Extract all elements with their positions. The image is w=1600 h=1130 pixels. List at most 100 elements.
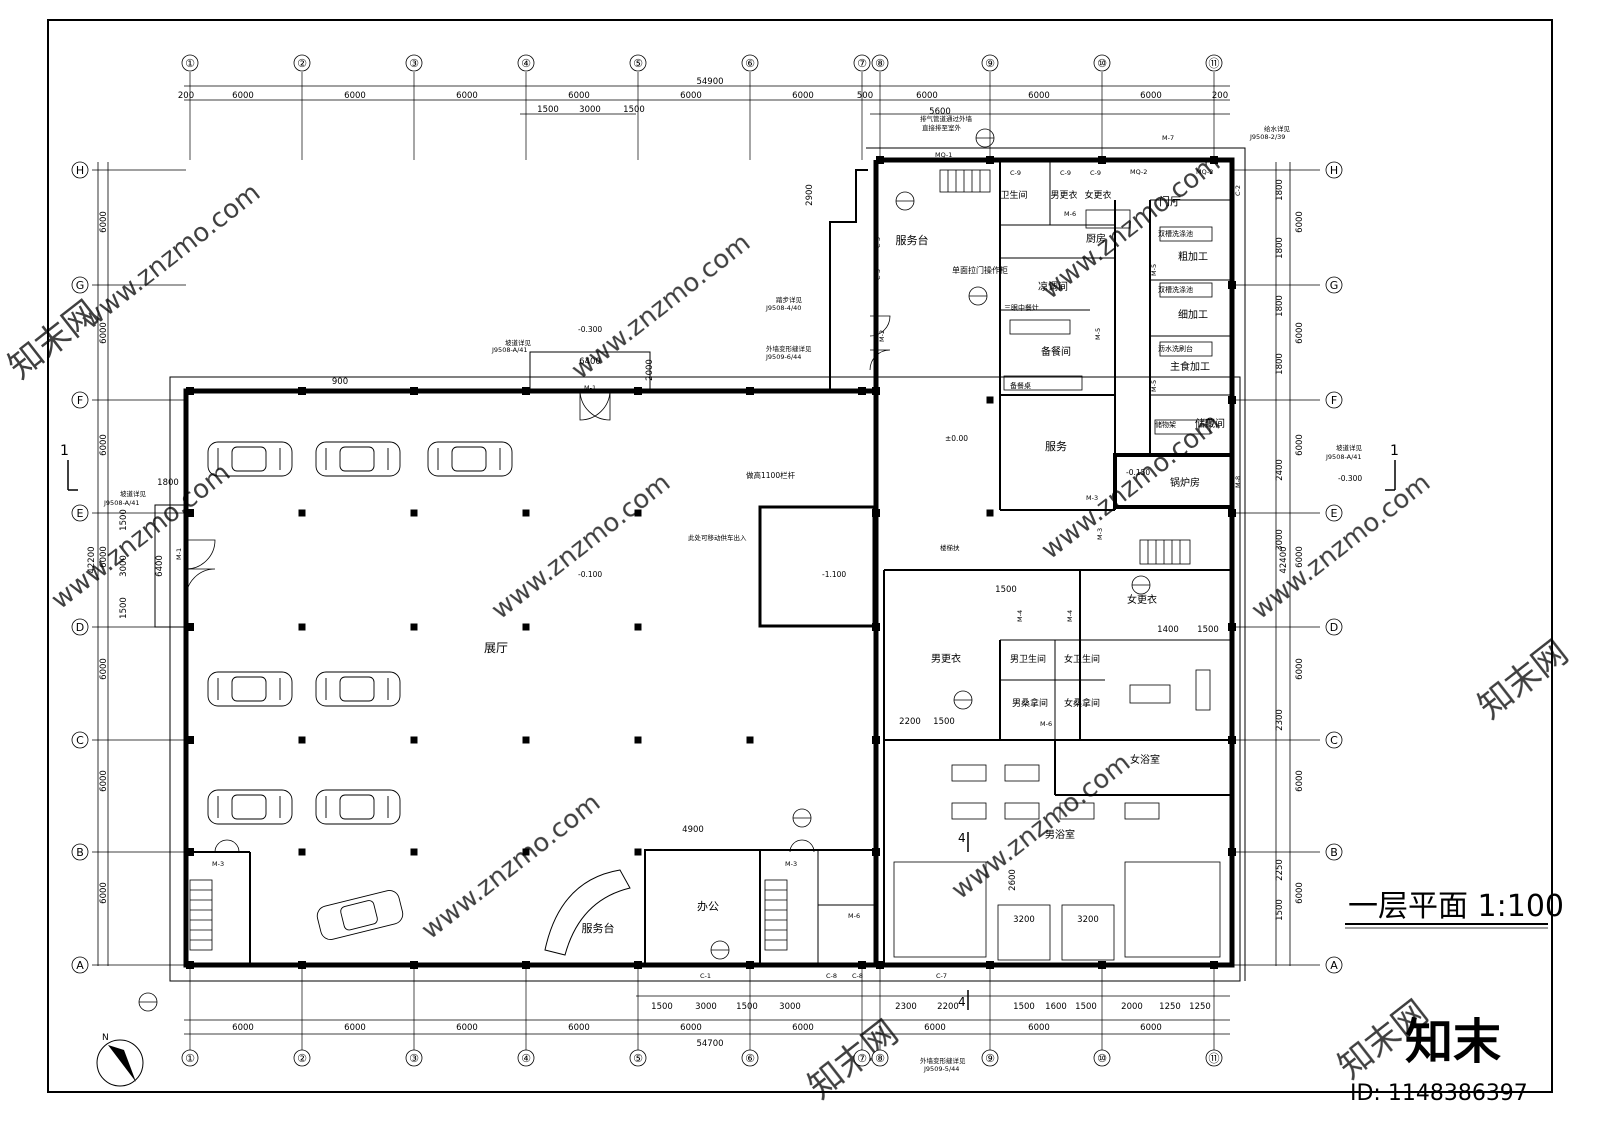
elevation-label: -1.100 [822,570,846,579]
fixture-note: 沥水洗刷台 [1158,344,1193,353]
door-label: C-3 [874,237,882,248]
dimension-label: 6400 [155,555,165,577]
column [1228,509,1236,517]
axis-bubble: ⑩ [1093,54,1111,72]
column [410,736,418,744]
column [876,961,884,969]
dimension-label: 1250 [1189,1002,1211,1012]
column [1228,396,1236,404]
door-label: MQ-2 [1130,168,1147,176]
room-toilet: 卫生间 [1000,189,1027,201]
railing-note: 做高1100栏杆 [746,470,796,480]
dimension-label: 1600 [1045,1002,1067,1012]
column [876,156,884,164]
dimension-label: 1250 [1159,1002,1181,1012]
door-label: M-1 [175,548,183,560]
column [872,623,880,631]
axis-label: E [1331,507,1338,520]
dimension-label: 6000 [99,434,109,456]
column [746,736,754,744]
room-fine: 细加工 [1178,308,1208,321]
dimension-label: 54900 [696,77,723,87]
car-icon [315,789,401,825]
dimension-label: 6000 [1028,1023,1050,1033]
column [872,736,880,744]
axis-label: B [1330,846,1338,859]
dimension-label: 6000 [1295,658,1305,680]
column [298,509,306,517]
axis-label: G [76,279,85,292]
axis-bubble: ⑥ [741,54,759,72]
dimension-label: 200 [178,91,194,101]
ref-note: J9508-A/41 [491,346,528,354]
column [1228,736,1236,744]
ref-note: 外墙变形缝详见 [920,1056,966,1065]
room-office: 办公 [697,900,719,913]
axis-bubble: A [71,956,89,974]
axis-bubble: ⑦ [853,54,871,72]
dimension-label: 6000 [680,1023,702,1033]
dimension-label: 6000 [1295,546,1305,568]
room-lobby: 门厅 [1159,194,1181,208]
door-label: M-3 [1096,528,1104,540]
axis-bubble: G [1325,276,1343,294]
dimension-label: 3000 [779,1002,801,1012]
dimension-label: 3200 [1077,915,1099,925]
column [1228,848,1236,856]
axis-bubble: ⑧ [871,54,889,72]
dimension-label: 6000 [568,1023,590,1033]
door-label: M-8 [1234,476,1242,488]
dimension-label: 500 [857,91,873,101]
dimension-label: 1800 [157,478,179,488]
door-label: M-5 [1150,380,1158,392]
column [634,848,642,856]
axis-label: ⑩ [1097,1052,1107,1065]
dimension-label: 1400 [1157,625,1179,635]
dimension-label: 42200 [87,546,97,573]
column [186,387,194,395]
dimension-label: 3000 [1275,529,1285,551]
dimension-label: 1500 [651,1002,673,1012]
axis-label: ⑦ [857,57,867,70]
axis-bubble: ① [181,54,199,72]
dimension-label: 6000 [1295,882,1305,904]
dimension-label: 6000 [99,546,109,568]
axis-bubble: F [71,391,89,409]
axis-bubble: ⑤ [629,54,647,72]
dimension-label: 2600 [1008,869,1018,891]
column [986,156,994,164]
column [186,623,194,631]
elevation-label: ±0.00 [945,434,968,443]
car-icon [207,441,293,477]
column [858,961,866,969]
column [522,509,530,517]
dimension-label: 1800 [1275,353,1285,375]
column [872,509,880,517]
ref-note: 外墙变形缝详见 [766,344,812,353]
column [410,509,418,517]
axis-label: C [1330,734,1338,747]
axis-bubble: B [71,843,89,861]
axis-bubble: A [1325,956,1343,974]
dimension-label: 6000 [1028,91,1050,101]
car-icon [315,671,401,707]
axis-label: A [1330,959,1338,972]
door-label: MQ-2 [1196,168,1213,176]
dimension-label: 1500 [1075,1002,1097,1012]
column [746,387,754,395]
dimension-label: 2400 [1275,459,1285,481]
column [872,387,880,395]
section-marks [67,460,1396,1010]
axis-label: E [77,507,84,520]
watermark-text: www.znzmo.com [76,178,266,336]
dimension-label: 2900 [805,184,815,206]
axis-bubble: D [1325,618,1343,636]
ref-note: J9508-A/41 [103,499,140,507]
dimension-label: 6000 [456,1023,478,1033]
axis-bubble: ⑦ [853,1049,871,1067]
axis-bubble: ⑩ [1093,1049,1111,1067]
dimension-texts: 54900 54700 42200 42400 200 6000 6000 60… [87,77,1305,1049]
axis-bubble: ⑧ [871,1049,889,1067]
car-icon [207,671,293,707]
axis-label: ⑨ [985,1052,995,1065]
